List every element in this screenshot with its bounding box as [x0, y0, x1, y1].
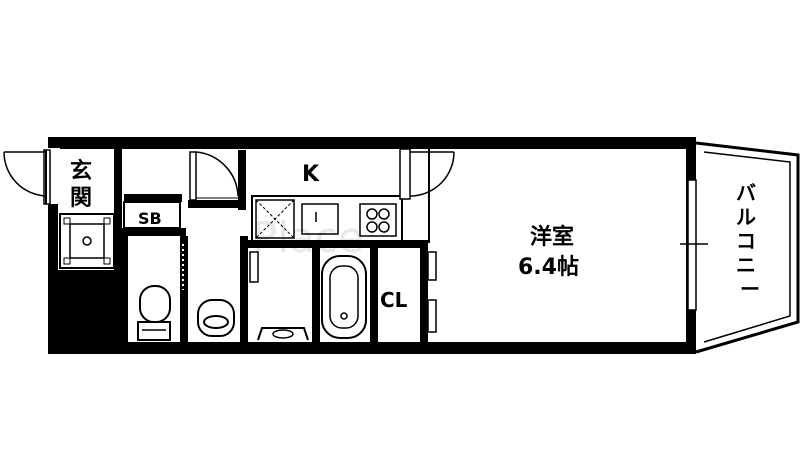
closet-label: CL	[380, 288, 408, 312]
balcony-label-4: ニ	[736, 253, 756, 277]
shoe-box	[122, 194, 186, 236]
washroom-door	[189, 151, 239, 201]
wash-basin	[249, 251, 309, 341]
entrance-door	[3, 148, 60, 205]
shoe-box-label: SB	[138, 209, 162, 228]
room-door	[399, 148, 455, 243]
closet	[420, 248, 437, 344]
balcony-label-2: ル	[736, 205, 756, 229]
toilet	[122, 236, 188, 344]
kitchen-label: K	[302, 162, 320, 187]
entrance-label-2: 関	[70, 186, 92, 211]
outer-walls	[48, 137, 696, 354]
balcony-window	[680, 179, 708, 311]
room-size-label: 6.4帖	[518, 255, 579, 280]
bath-top-wall	[248, 240, 428, 248]
balcony-label-3: コ	[736, 229, 756, 253]
washing-machine-pan	[59, 213, 115, 269]
balcony-label-5: ー	[740, 277, 760, 301]
balcony-label-1: バ	[736, 181, 756, 205]
room-label: 洋室	[530, 224, 574, 250]
washroom	[188, 150, 248, 344]
entrance-partition	[114, 148, 122, 270]
entrance-label-1: 玄	[70, 158, 92, 184]
balcony	[695, 141, 800, 354]
bathtub	[312, 248, 378, 344]
